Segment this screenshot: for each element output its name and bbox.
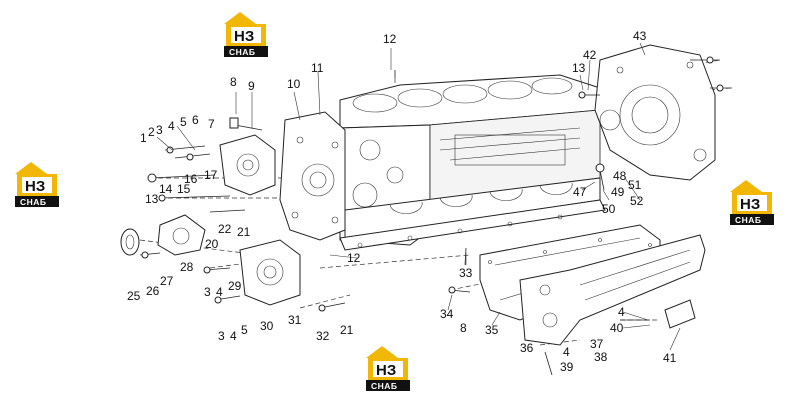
part-number-labels: 1 2 3 4 5 6 7 8 9 10 11 12 12 13 13 14 1… <box>127 29 677 374</box>
label-9: 9 <box>248 79 255 93</box>
label-4-sump: 4 <box>563 345 570 359</box>
label-15: 15 <box>177 182 191 196</box>
label-2: 2 <box>148 125 155 139</box>
label-6: 6 <box>192 113 199 127</box>
label-36: 36 <box>520 341 534 355</box>
flywheel-housing <box>594 44 716 181</box>
front-gear-cover <box>219 134 276 196</box>
label-35: 35 <box>485 323 499 337</box>
label-41: 41 <box>663 351 677 365</box>
cylinder-block <box>339 74 606 251</box>
seal-housing <box>120 214 206 256</box>
label-25: 25 <box>127 289 141 303</box>
label-5: 5 <box>180 115 187 129</box>
watermark-logo-top: НЗ СНАБ <box>224 12 268 57</box>
svg-text:СНАБ: СНАБ <box>735 215 762 225</box>
label-16: 16 <box>184 172 198 186</box>
label-12: 12 <box>383 32 397 46</box>
svg-text:СНАБ: СНАБ <box>371 381 398 391</box>
label-20: 20 <box>205 237 219 251</box>
svg-text:НЗ: НЗ <box>740 196 760 213</box>
logo-wordmark-small: СНАБ <box>229 47 256 57</box>
oil-pan-sump <box>519 234 706 346</box>
label-3-low: 3 <box>218 329 225 343</box>
fasteners <box>139 56 732 376</box>
svg-text:СНАБ: СНАБ <box>20 197 47 207</box>
watermark-logo-right: НЗ СНАБ <box>730 180 774 225</box>
label-42: 42 <box>583 48 597 62</box>
label-40: 40 <box>610 321 624 335</box>
label-10: 10 <box>287 77 301 91</box>
label-1: 1 <box>140 131 147 145</box>
label-50: 50 <box>602 202 616 216</box>
label-39: 39 <box>560 360 574 374</box>
gasket-plate <box>664 299 696 329</box>
label-26: 26 <box>146 284 160 298</box>
label-3: 3 <box>156 123 163 137</box>
label-4-mid: 4 <box>216 285 223 299</box>
label-38: 38 <box>594 350 608 364</box>
label-13-right: 13 <box>572 61 586 75</box>
pump-cover <box>239 239 301 306</box>
label-4-low: 4 <box>230 329 237 343</box>
label-31: 31 <box>288 313 302 327</box>
label-4-right: 4 <box>618 305 625 319</box>
timing-cover <box>279 111 346 241</box>
label-11: 11 <box>311 61 324 75</box>
label-4: 4 <box>168 119 175 133</box>
label-8-low: 8 <box>460 321 467 335</box>
label-17: 17 <box>204 168 218 182</box>
label-21-lower: 21 <box>340 323 354 337</box>
label-51: 51 <box>628 178 642 192</box>
logo-wordmark-big: НЗ <box>234 28 254 45</box>
watermark-logo-bottom: НЗ СНАБ <box>366 346 410 391</box>
watermark-logo-left: НЗ СНАБ <box>15 162 59 207</box>
svg-text:НЗ: НЗ <box>25 178 45 195</box>
label-21: 21 <box>237 225 251 239</box>
label-34: 34 <box>440 307 454 321</box>
leader-lines <box>156 42 681 351</box>
label-27: 27 <box>160 274 174 288</box>
label-14: 14 <box>159 182 173 196</box>
label-8: 8 <box>230 75 237 89</box>
label-7: 7 <box>208 117 215 131</box>
label-48: 48 <box>613 169 627 183</box>
label-13: 13 <box>145 192 159 206</box>
label-47: 47 <box>573 185 587 199</box>
label-52: 52 <box>630 194 644 208</box>
label-30: 30 <box>260 319 274 333</box>
label-3-mid: 3 <box>204 285 211 299</box>
label-33: 33 <box>459 266 473 280</box>
label-29: 29 <box>228 279 242 293</box>
svg-text:НЗ: НЗ <box>376 362 396 379</box>
label-5-low: 5 <box>241 323 248 337</box>
label-28: 28 <box>180 260 194 274</box>
label-49: 49 <box>611 185 625 199</box>
label-12-lower: 12 <box>347 251 361 265</box>
label-32: 32 <box>316 329 330 343</box>
label-22: 22 <box>218 222 232 236</box>
label-37: 37 <box>590 337 604 351</box>
label-43: 43 <box>633 29 647 43</box>
